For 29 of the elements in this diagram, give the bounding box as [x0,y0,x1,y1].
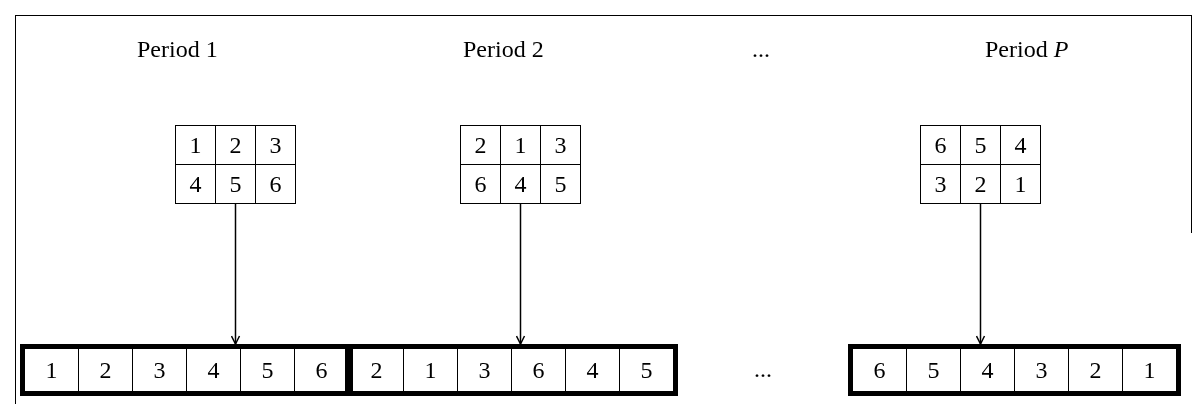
ellipsis: ... [752,36,770,63]
number-cell: 1 [1000,164,1041,204]
sequence-bar [20,344,353,396]
number-cell: 4 [1000,125,1041,165]
arrow [230,203,241,345]
number-cell: 4 [500,164,541,204]
number-cell: 3 [540,125,581,165]
number-cell: 2 [960,164,1001,204]
number-cell: 5 [215,164,256,204]
arrow [975,203,986,345]
number-cell: 5 [960,125,1001,165]
ellipsis: ... [754,356,772,383]
number-cell: 1 [500,125,541,165]
period-heading: Period 1 [137,36,218,63]
arrow [515,203,526,345]
number-cell: 2 [460,125,501,165]
number-cell: 2 [215,125,256,165]
period-heading: Period 2 [463,36,544,63]
number-cell: 4 [175,164,216,204]
number-cell: 6 [255,164,296,204]
number-cell: 3 [920,164,961,204]
number-cell: 6 [920,125,961,165]
number-cell: 3 [255,125,296,165]
period-heading: Period P [985,36,1069,63]
number-cell: 1 [175,125,216,165]
number-cell: 6 [460,164,501,204]
sequence-bar [848,344,1181,396]
sequence-bar [345,344,678,396]
number-cell: 5 [540,164,581,204]
